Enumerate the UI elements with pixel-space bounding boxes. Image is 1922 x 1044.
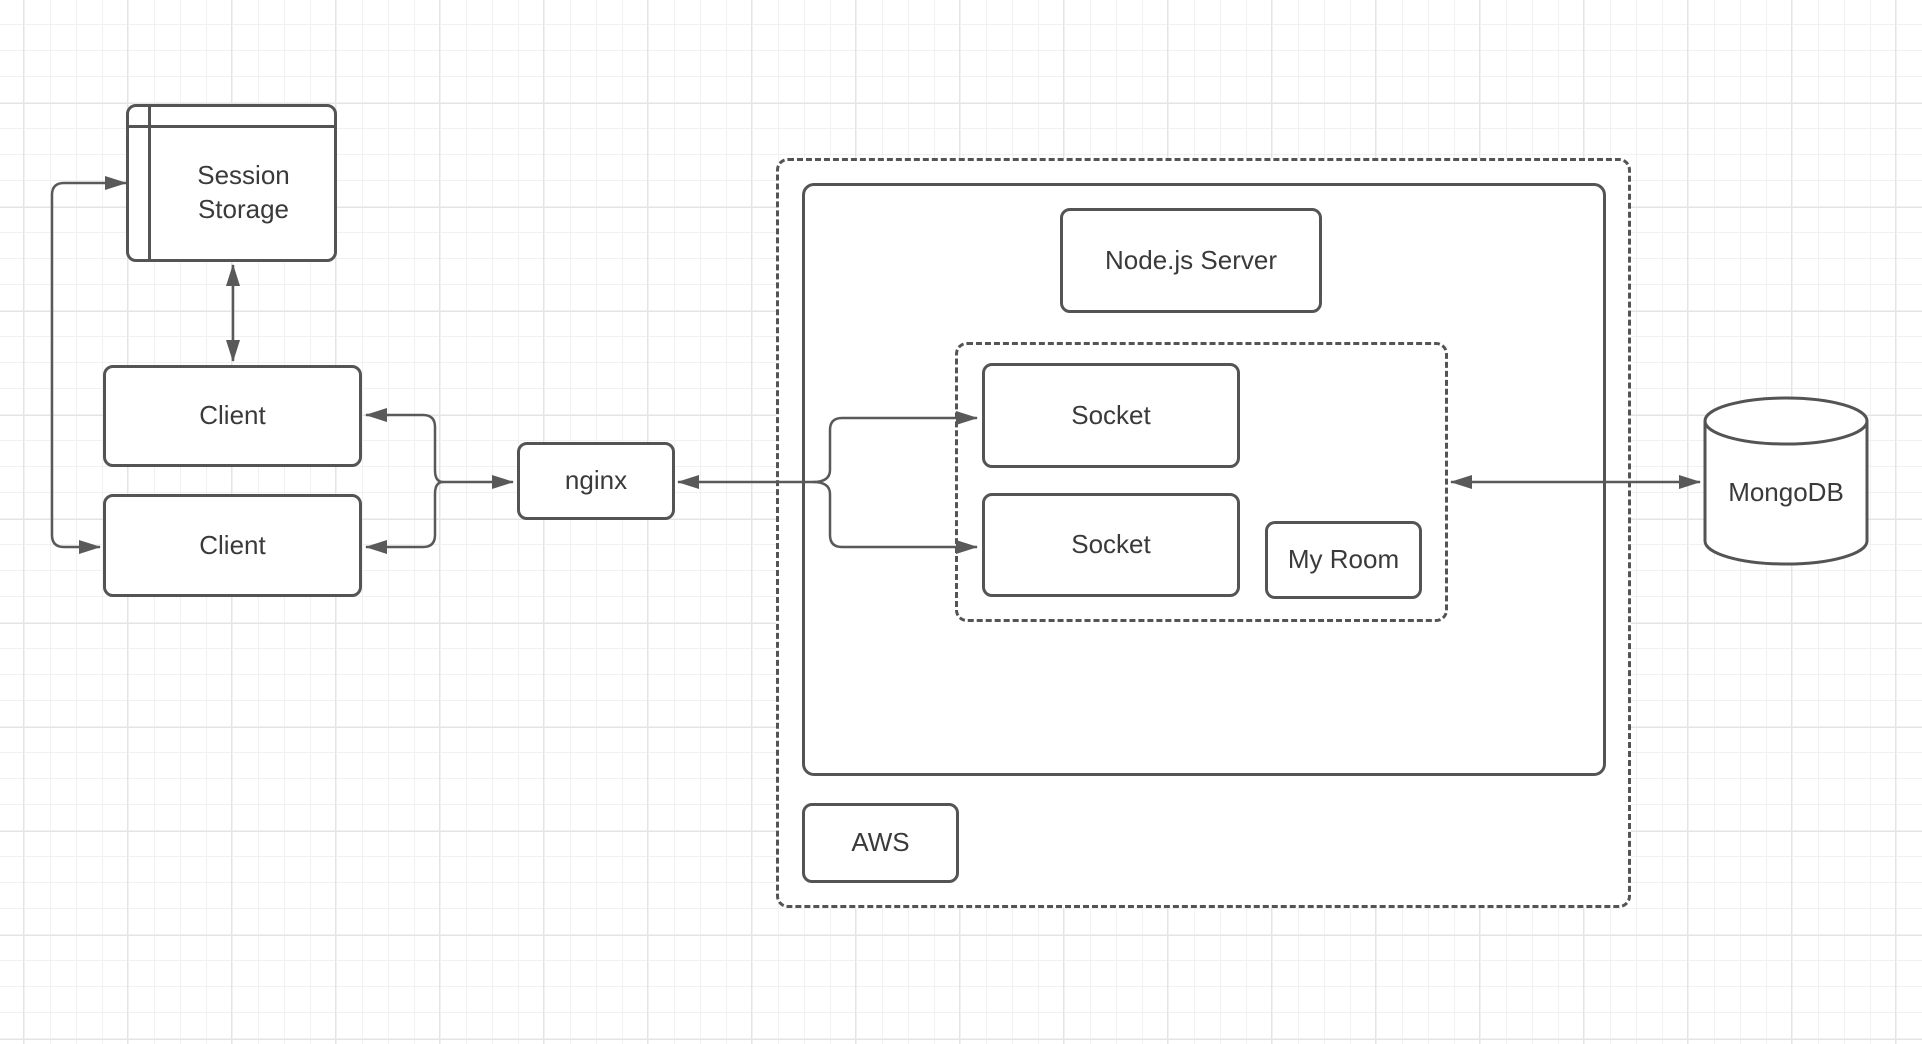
storage-shape-left-band bbox=[148, 107, 151, 259]
node-mongodb: MongoDB bbox=[1701, 394, 1871, 568]
node-label: Session Storage bbox=[197, 160, 290, 224]
database-cylinder-icon bbox=[1703, 396, 1869, 566]
edge-clients-nginx-bottom-branch bbox=[365, 480, 444, 554]
node-nginx: nginx bbox=[517, 442, 675, 520]
node-client-top: Client bbox=[103, 365, 362, 467]
node-label: Node.js Server bbox=[1105, 244, 1277, 275]
node-label: AWS bbox=[851, 827, 910, 858]
edge-clients-nginx-top-branch bbox=[365, 408, 444, 484]
node-my-room: My Room bbox=[1265, 521, 1422, 599]
node-aws-label: AWS bbox=[802, 803, 959, 883]
node-label: Client bbox=[199, 400, 266, 431]
node-label: Client bbox=[199, 529, 266, 560]
storage-shape-top-band bbox=[129, 125, 334, 128]
node-label: MongoDB bbox=[1728, 477, 1844, 507]
node-client-bottom: Client bbox=[103, 494, 362, 597]
node-nodejs-server-label: Node.js Server bbox=[1060, 208, 1322, 313]
node-label: Socket bbox=[1071, 399, 1151, 430]
node-label: Socket bbox=[1071, 529, 1151, 560]
node-socket-bottom: Socket bbox=[982, 493, 1240, 597]
node-socket-top: Socket bbox=[982, 363, 1240, 468]
node-label: nginx bbox=[564, 465, 628, 496]
node-label: My Room bbox=[1287, 544, 1400, 575]
node-session-storage: Session Storage bbox=[126, 104, 337, 262]
